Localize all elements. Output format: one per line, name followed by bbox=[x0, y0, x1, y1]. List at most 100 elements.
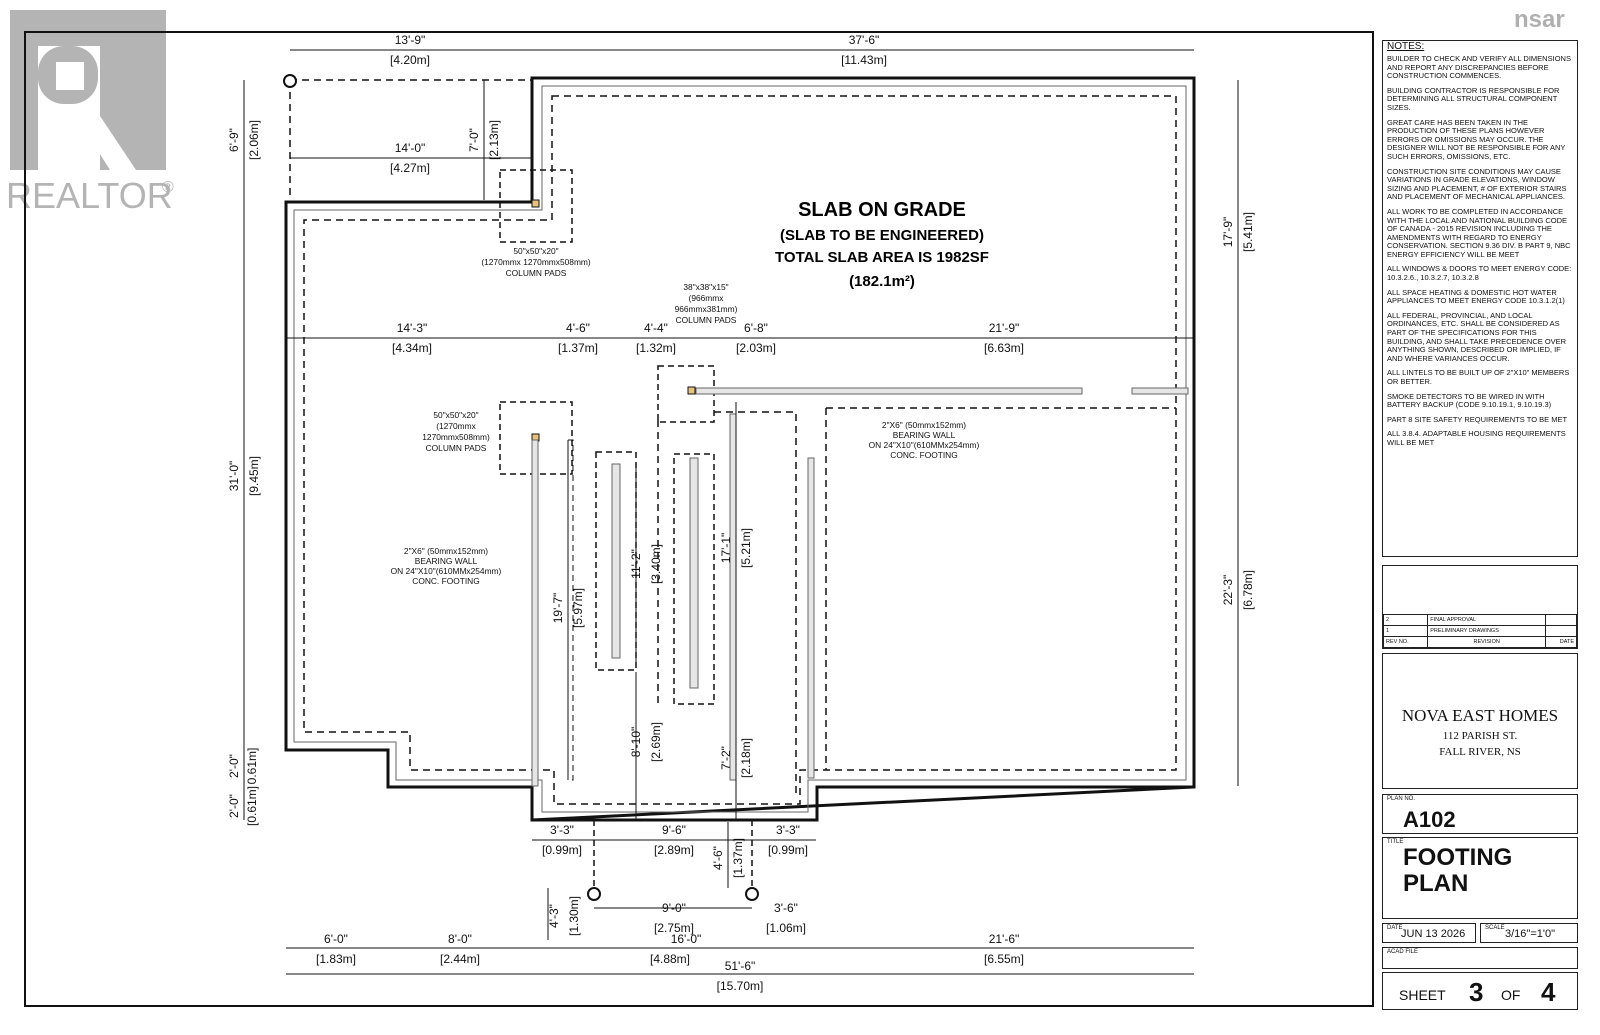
dim-b-3-6-m: [1.06m] bbox=[766, 921, 806, 935]
dim-total-m: [15.70m] bbox=[717, 979, 764, 993]
company-address-2: FALL RIVER, NS bbox=[1439, 746, 1521, 758]
title-line-2: PLAN bbox=[1403, 870, 1469, 897]
dim-r-17-9-m: [5.41m] bbox=[1241, 212, 1255, 252]
dim-l-2-0b-m: [0.61m] bbox=[245, 786, 259, 826]
dim-4-4-m: [1.32m] bbox=[636, 341, 676, 355]
pads-a-2: (1270mmx 1270mmx508mm) bbox=[481, 257, 591, 267]
dim-21-9-m: [6.63m] bbox=[984, 341, 1024, 355]
dim-v-11-2-m: [3.40m] bbox=[649, 544, 663, 584]
scale-label: SCALE bbox=[1485, 925, 1505, 931]
wall-right-1: 2"X6" (50mmx152mm) bbox=[882, 420, 966, 430]
dim-v-6-9: 6'-9" bbox=[227, 128, 241, 152]
dim-6-8: 6'-8" bbox=[744, 321, 768, 335]
dim-v-4-3-m: [1.30m] bbox=[567, 896, 581, 936]
dim-r-22-3: 22'-3" bbox=[1221, 575, 1235, 606]
dim-o-21-6-m: [6.55m] bbox=[984, 952, 1024, 966]
dim-v-7-2: 7'-2" bbox=[719, 746, 733, 770]
rev-date bbox=[1545, 614, 1577, 626]
plan-area-metric: (182.1m²) bbox=[849, 273, 915, 290]
dim-b-3-3a-m: [0.99m] bbox=[542, 843, 582, 857]
sheet-total: 4 bbox=[1541, 977, 1556, 1007]
sheet-number: 3 bbox=[1469, 977, 1484, 1007]
of-label: OF bbox=[1501, 987, 1521, 1003]
note-item: ALL SPACE HEATING & DOMESTIC HOT WATER A… bbox=[1387, 287, 1565, 306]
realtor-text: REALTOR bbox=[6, 175, 173, 216]
registered-mark: ® bbox=[162, 179, 174, 196]
slab-outline-path bbox=[284, 76, 1196, 822]
pads-b-4: COLUMN PADS bbox=[426, 443, 487, 453]
company-address-1: 112 PARISH ST. bbox=[1442, 730, 1518, 742]
notes-panel: NOTES: BUILDER TO CHECK AND VERIFY ALL D… bbox=[1382, 40, 1578, 557]
plan-area-line: TOTAL SLAB AREA IS 1982SF bbox=[775, 249, 989, 266]
dim-l-31-0: 31'-0" bbox=[227, 461, 241, 492]
dim-top-b-m: [11.43m] bbox=[841, 53, 887, 67]
column-post bbox=[283, 74, 297, 88]
rev-date bbox=[1545, 625, 1577, 637]
dim-b-9-6-m: [2.89m] bbox=[654, 843, 694, 857]
note-item: ALL WORK TO BE COMPLETED IN ACCORDANCE W… bbox=[1387, 206, 1571, 259]
dim-4-6: 4'-6" bbox=[566, 321, 590, 335]
wall-left-1: 2"X6" (50mmx152mm) bbox=[404, 546, 488, 556]
dim-v-17-1-m: [5.21m] bbox=[739, 528, 753, 568]
title-label: TITLE bbox=[1387, 839, 1404, 845]
pads-c-2: (966mmx bbox=[689, 293, 725, 303]
note-item: ALL FEDERAL, PROVINCIAL, AND LOCAL ORDIN… bbox=[1387, 310, 1567, 363]
note-item: SMOKE DETECTORS TO BE WIRED IN WITH BATT… bbox=[1387, 391, 1552, 410]
dim-14-0: 14'-0" bbox=[395, 141, 426, 155]
dim-4-6-m: [1.37m] bbox=[558, 341, 598, 355]
dim-v-7-2-m: [2.18m] bbox=[739, 738, 753, 778]
dim-b-16-0: 16'-0" bbox=[671, 932, 702, 946]
dim-v-8-10-m: [2.69m] bbox=[649, 722, 663, 762]
pads-a-3: COLUMN PADS bbox=[506, 268, 567, 278]
dim-o-6-0: 6'-0" bbox=[324, 932, 348, 946]
dim-v-4-3: 4'-3" bbox=[547, 904, 561, 928]
dim-top-a: 13'-9" bbox=[395, 33, 426, 47]
note-item: GREAT CARE HAS BEEN TAKEN IN THE PRODUCT… bbox=[1387, 117, 1566, 161]
slab-outline bbox=[531, 76, 1196, 822]
sheet-label: SHEET bbox=[1399, 987, 1446, 1003]
pads-c-3: 966mmx381mm) bbox=[675, 304, 738, 314]
rev-desc-header: REVISION bbox=[1427, 636, 1547, 648]
dim-l-2-0a: 2'-0" bbox=[227, 754, 241, 778]
dim-14-0-m: [4.27m] bbox=[390, 161, 430, 175]
nsar-logo: nsar bbox=[1500, 6, 1598, 38]
pads-c-1: 38"x38"x15" bbox=[683, 282, 728, 292]
dim-v-17-1: 17'-1" bbox=[719, 533, 733, 564]
pads-a-1: 50"x50"x20" bbox=[513, 246, 558, 256]
plan-number-box: PLAN NO. A102 bbox=[1382, 794, 1578, 834]
dim-o-21-6: 21'-6" bbox=[989, 932, 1020, 946]
date-label: DATE bbox=[1387, 925, 1403, 931]
scale-value: 3/16"=1'0" bbox=[1505, 928, 1555, 940]
dim-r-17-9: 17'-9" bbox=[1221, 217, 1235, 248]
drawing-border bbox=[24, 31, 1374, 1007]
rev-desc: PRELIMINARY DRAWINGS bbox=[1427, 625, 1547, 637]
date-box: DATE JUN 13 2026 bbox=[1382, 923, 1476, 943]
dim-b-9-0: 9'-0" bbox=[662, 901, 686, 915]
dim-b-9-6: 9'-6" bbox=[662, 823, 686, 837]
rev-desc: FINAL APPROVAL bbox=[1427, 614, 1547, 626]
dim-o-6-0-m: [1.83m] bbox=[316, 952, 356, 966]
dim-o-8-0: 8'-0" bbox=[448, 932, 472, 946]
dim-b-3-3b: 3'-3" bbox=[776, 823, 800, 837]
dim-v-19-7: 19'-7" bbox=[551, 593, 565, 624]
dim-b-3-6: 3'-6" bbox=[774, 901, 798, 915]
dim-14-3-m: [4.34m] bbox=[392, 341, 432, 355]
wall-right-3: ON 24"X10"(610MMx254mm) bbox=[869, 440, 980, 450]
dim-l-31-0-m: [9.45m] bbox=[247, 456, 261, 496]
pads-b-2: (1270mmx bbox=[436, 421, 476, 431]
rev-no: 1 bbox=[1382, 625, 1429, 637]
realtor-watermark: REALTOR ® bbox=[6, 10, 174, 216]
sheet-box: SHEET 3 OF 4 bbox=[1382, 972, 1578, 1010]
dim-o-8-0-m: [2.44m] bbox=[440, 952, 480, 966]
dim-v-7-0-m: [2.13m] bbox=[487, 120, 501, 160]
plan-number-label: PLAN NO. bbox=[1387, 796, 1416, 802]
note-item: PART 8 SITE SAFETY REQUIREMENTS TO BE ME… bbox=[1387, 414, 1568, 424]
dim-b-9-0-m: [2.75m] bbox=[654, 921, 694, 935]
dim-v-4-6-m: [1.37m] bbox=[731, 838, 745, 878]
title-box: TITLE FOOTING PLAN bbox=[1382, 837, 1578, 919]
dim-r-22-3-m: [6.78m] bbox=[1241, 570, 1255, 610]
